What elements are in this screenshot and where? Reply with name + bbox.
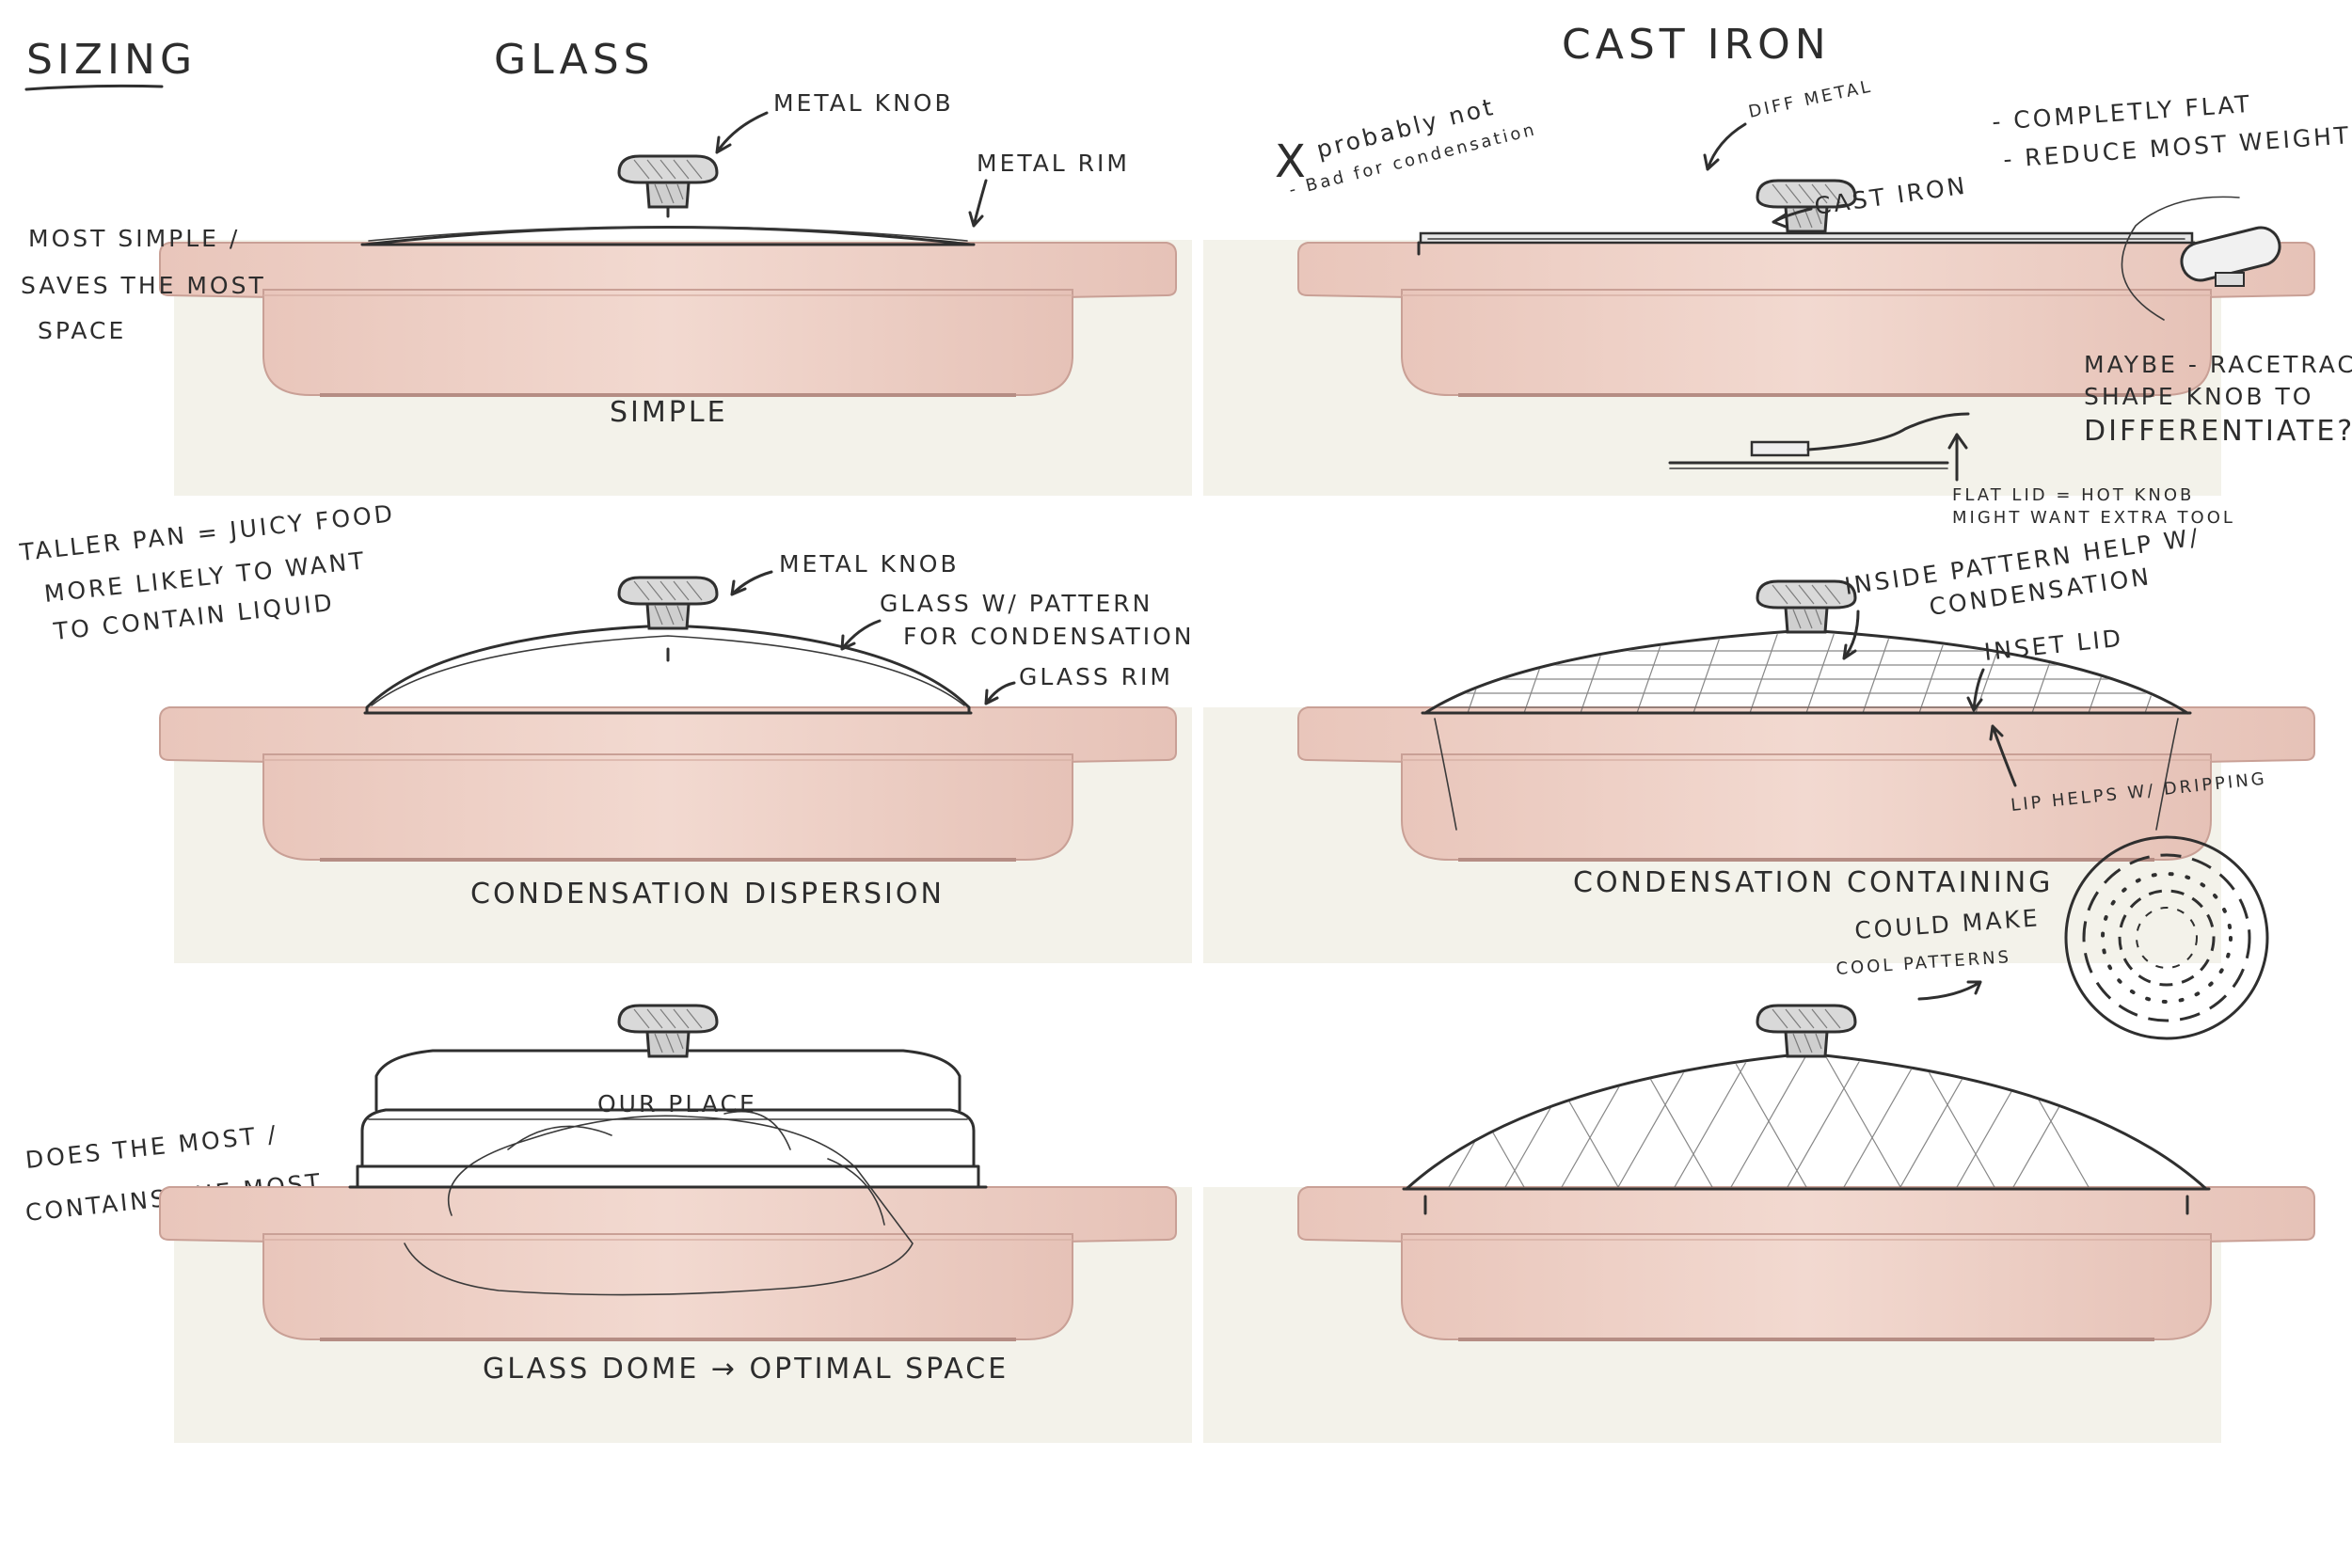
svg-text:SAVES THE MOST: SAVES THE MOST xyxy=(21,272,266,299)
caption-glass-dome: GLASS DOME → OPTIMAL SPACE xyxy=(483,1353,1009,1386)
svg-text:MIGHT WANT EXTRA TOOL: MIGHT WANT EXTRA TOOL xyxy=(1952,508,2235,528)
caption-condensation-dispersion: CONDENSATION DISPERSION xyxy=(470,878,945,911)
flat-lid-side-sketch xyxy=(1668,412,1970,482)
note-racetrack: MAYBE - RACETRACK SHAPE KNOB TO DIFFEREN… xyxy=(2084,351,2352,448)
callout-inset-lid: INSET LID xyxy=(1983,625,2125,666)
svg-text:DIFFERENTIATE?: DIFFERENTIATE? xyxy=(2084,415,2352,448)
note-flat-lid: FLAT LID = HOT KNOB MIGHT WANT EXTRA TOO… xyxy=(1952,485,2235,528)
note-completely-flat: - COMPLETLY FLAT - REDUCE MOST WEIGHT xyxy=(1991,90,2352,173)
caption-simple: SIMPLE xyxy=(610,396,728,429)
callout-diff-metal: DIFF METAL xyxy=(1747,76,1875,121)
callout-glass-rim: GLASS RIM xyxy=(1019,663,1173,690)
column-header-glass: GLASS xyxy=(494,36,655,84)
svg-text:GLASS W/ PATTERN: GLASS W/ PATTERN xyxy=(880,590,1152,617)
svg-text:SPACE: SPACE xyxy=(38,317,126,344)
svg-text:FLAT LID = HOT KNOB: FLAT LID = HOT KNOB xyxy=(1952,485,2194,505)
callout-metal-rim: METAL RIM xyxy=(977,150,1130,177)
pan-glass-dome xyxy=(158,1004,1178,1341)
svg-text:MOST SIMPLE /: MOST SIMPLE / xyxy=(28,225,240,252)
sheet-title: SIZING xyxy=(26,36,197,84)
note-probably-not: X probably not - Bad for condensation xyxy=(1275,93,1539,200)
svg-text:DOES THE MOST /: DOES THE MOST / xyxy=(24,1120,280,1174)
column-header-cast-iron: CAST IRON xyxy=(1562,21,1831,69)
svg-text:MAYBE - RACETRACK: MAYBE - RACETRACK xyxy=(2084,351,2352,378)
callout-metal-knob-2: METAL KNOB xyxy=(779,550,960,578)
note-most-simple: MOST SIMPLE / SAVES THE MOST SPACE xyxy=(21,225,266,344)
callout-cast-iron: CAST IRON xyxy=(1813,171,1969,220)
pan-glass-condensation-dispersion xyxy=(158,576,1178,862)
pan-cast-dome xyxy=(1296,1004,2316,1341)
brand-our-place: OUR PLACE xyxy=(597,1090,757,1117)
note-taller-pan: TALLER PAN = JUICY FOOD MORE LIKELY TO W… xyxy=(18,499,397,645)
lid-pattern-sketch xyxy=(2064,835,2269,1040)
svg-text:X: X xyxy=(1275,135,1309,188)
callout-glass-pattern: GLASS W/ PATTERN FOR CONDENSATION xyxy=(880,590,1194,650)
callout-inside-pattern: INSIDE PATTERN HELP W/ CONDENSATION xyxy=(1843,523,2202,621)
svg-text:SHAPE KNOB TO: SHAPE KNOB TO xyxy=(2084,383,2313,410)
svg-text:FOR CONDENSATION: FOR CONDENSATION xyxy=(903,623,1194,650)
pan-cast-condensation-containing xyxy=(1296,579,2316,862)
caption-condensation-containing: CONDENSATION CONTAINING xyxy=(1573,866,2053,899)
callout-metal-knob-1: METAL KNOB xyxy=(773,89,954,117)
racetrack-knob-sketch xyxy=(2121,196,2281,321)
svg-text:- COMPLETLY FLAT: - COMPLETLY FLAT xyxy=(1991,90,2252,135)
pan-glass-simple xyxy=(158,154,1178,397)
